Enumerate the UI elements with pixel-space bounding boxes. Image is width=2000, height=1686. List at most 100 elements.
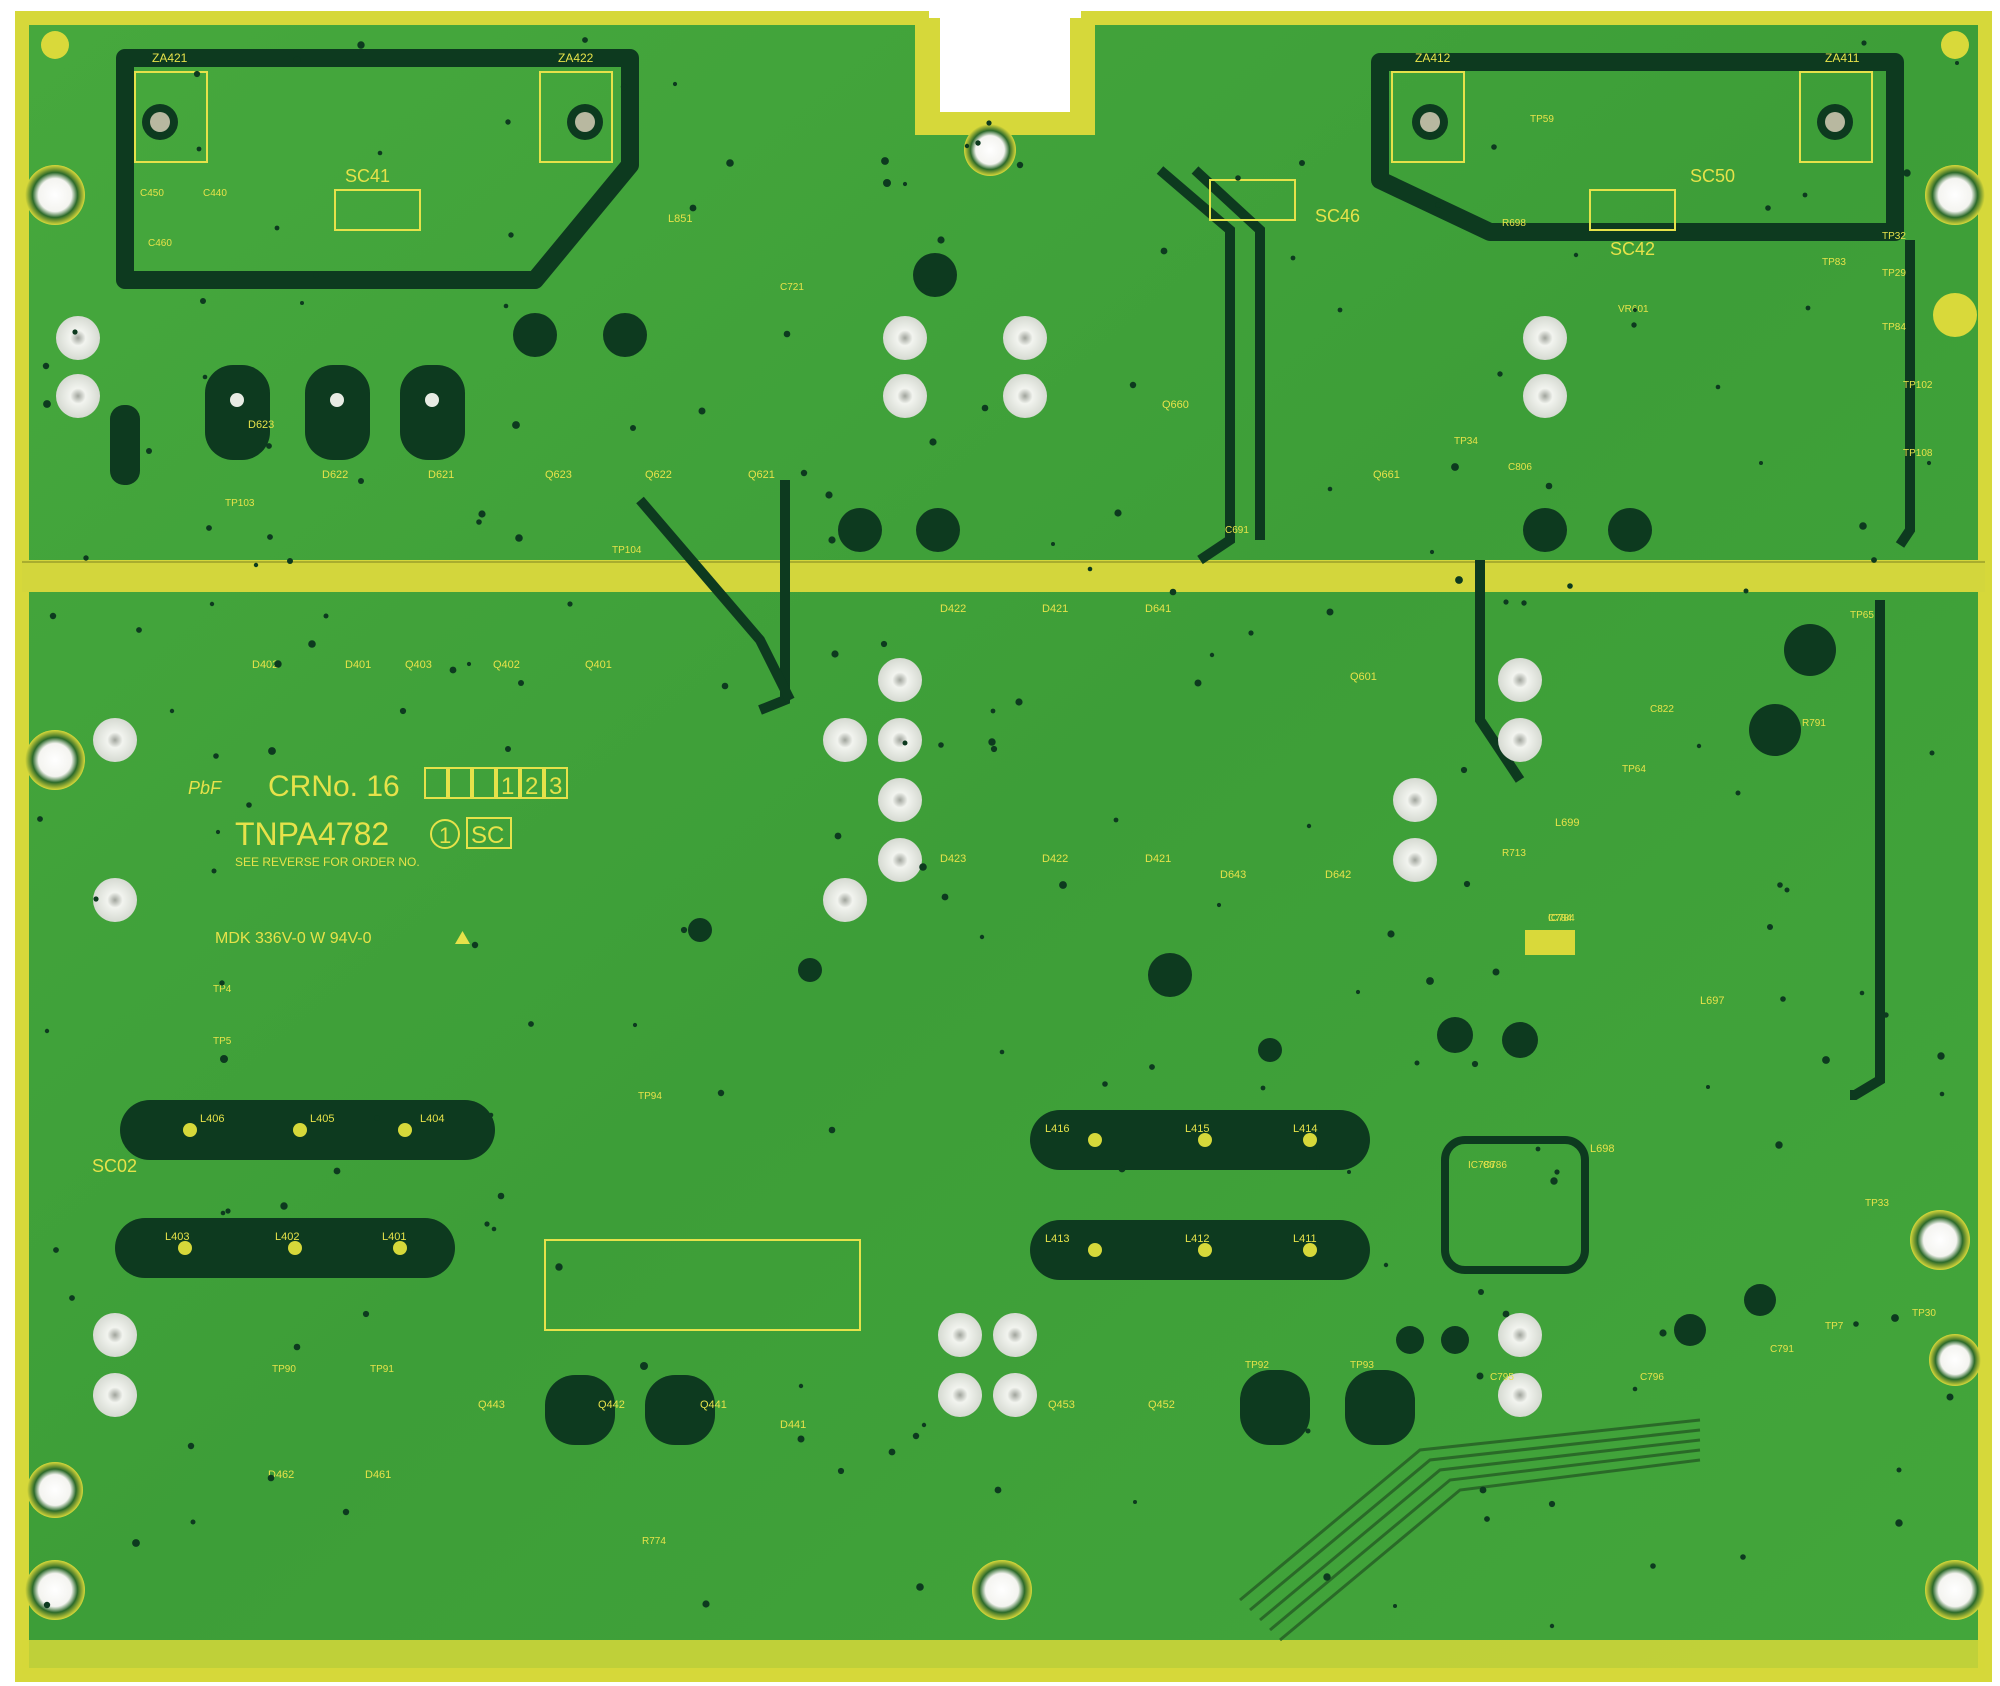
via-dot [831, 650, 839, 658]
svg-text:L404: L404 [420, 1113, 444, 1125]
connector-sc46 [1209, 179, 1296, 221]
via-dot [220, 1210, 226, 1216]
via-dot [828, 1126, 836, 1134]
svg-text:1: 1 [501, 773, 514, 800]
via-dot [1706, 1085, 1710, 1089]
ic786-region [1441, 1136, 1589, 1274]
via-dot [357, 41, 365, 49]
inductor-pins [178, 1123, 1317, 1257]
via-dot [44, 1028, 50, 1034]
via-dot [1471, 1060, 1479, 1068]
via-dot [200, 298, 206, 304]
via-dot [246, 802, 252, 808]
via-dot [512, 421, 520, 429]
via-dot [219, 980, 225, 986]
via-dot [72, 329, 78, 335]
via-dot [1883, 1012, 1889, 1018]
via-dot [828, 536, 836, 544]
via-dot [1451, 463, 1459, 471]
svg-text:TP104: TP104 [612, 545, 642, 556]
svg-text:TP30: TP30 [1912, 1308, 1936, 1319]
ic784-pad [1525, 930, 1575, 955]
via-dot [880, 640, 888, 648]
za-mount-pads [134, 71, 1873, 163]
via-dot [1780, 996, 1786, 1002]
revision-mark: 1 [439, 823, 451, 848]
svg-text:TP94: TP94 [638, 1091, 662, 1102]
via-dot [979, 934, 985, 940]
via-dot [42, 362, 50, 370]
via-dot [1290, 255, 1296, 261]
via-dot [449, 666, 457, 674]
via-dot [484, 1221, 490, 1227]
via-dot [1235, 175, 1241, 181]
board-substrate [22, 18, 1985, 1675]
svg-text:Q442: Q442 [598, 1399, 625, 1411]
svg-text:Q441: Q441 [700, 1399, 727, 1411]
via-dot [515, 534, 523, 542]
warning-triangle [455, 931, 470, 944]
svg-text:C784: C784 [1548, 913, 1572, 924]
via-dot [1696, 743, 1702, 749]
via-dot [211, 868, 217, 874]
via-dot [783, 330, 791, 338]
via-dot [1573, 252, 1579, 258]
via-dot [1435, 202, 1441, 208]
via-dot [1491, 144, 1497, 150]
svg-text:TP64: TP64 [1622, 764, 1646, 775]
signal-traces-bottom-right [1239, 1418, 1701, 1642]
svg-text:Q660: Q660 [1162, 399, 1189, 411]
via-dot [69, 1295, 75, 1301]
svg-text:TP103: TP103 [225, 498, 255, 509]
via-dot [582, 37, 588, 43]
svg-text:C786: C786 [1483, 1160, 1507, 1171]
via-dot [726, 159, 734, 167]
via-dot [1299, 160, 1305, 166]
svg-text:L416: L416 [1045, 1123, 1069, 1135]
via-dot [93, 896, 99, 902]
svg-text:Q401: Q401 [585, 659, 612, 671]
svg-text:C721: C721 [780, 282, 804, 293]
via-dot [287, 558, 293, 564]
svg-text:TP65: TP65 [1850, 610, 1874, 621]
svg-text:D461: D461 [365, 1469, 391, 1481]
via-dot [132, 1539, 140, 1547]
via-dot [190, 1519, 196, 1525]
via-dot [938, 742, 944, 748]
svg-text:D641: D641 [1145, 603, 1171, 615]
svg-text:SC50: SC50 [1690, 166, 1735, 186]
via-dot [49, 612, 57, 620]
via-dot [1891, 1314, 1899, 1322]
via-dot [1895, 1519, 1903, 1527]
via-dot [308, 640, 316, 648]
bus-traces [636, 166, 1915, 1100]
power-vias [513, 253, 1836, 1354]
svg-text:TP91: TP91 [370, 1364, 394, 1375]
svg-text:R791: R791 [1802, 718, 1826, 729]
via-dot [267, 1474, 275, 1482]
via-dot [1784, 887, 1790, 893]
via-dot [1478, 1289, 1484, 1295]
via-dot [1802, 192, 1808, 198]
svg-text:D621: D621 [428, 469, 454, 481]
svg-text:3: 3 [549, 773, 562, 800]
via-dot [1216, 902, 1222, 908]
via-dot [702, 1600, 710, 1608]
svg-text:L403: L403 [165, 1231, 189, 1243]
via-dot [1114, 509, 1122, 517]
mounting-hole-group [25, 31, 1985, 1620]
via-dot [1853, 1321, 1859, 1327]
via-dot [1102, 1081, 1108, 1087]
via-dot [362, 1310, 370, 1318]
via-dot [990, 708, 996, 714]
svg-text:TP33: TP33 [1865, 1198, 1889, 1209]
via-dot [1149, 1064, 1155, 1070]
svg-text:C806: C806 [1508, 462, 1532, 473]
via-dot [1460, 766, 1468, 774]
via-dot [825, 491, 833, 499]
via-dot [902, 740, 908, 746]
via-dot [293, 56, 301, 64]
via-dot [680, 926, 688, 934]
svg-text:2: 2 [525, 773, 538, 800]
via-dot [994, 1486, 1002, 1494]
